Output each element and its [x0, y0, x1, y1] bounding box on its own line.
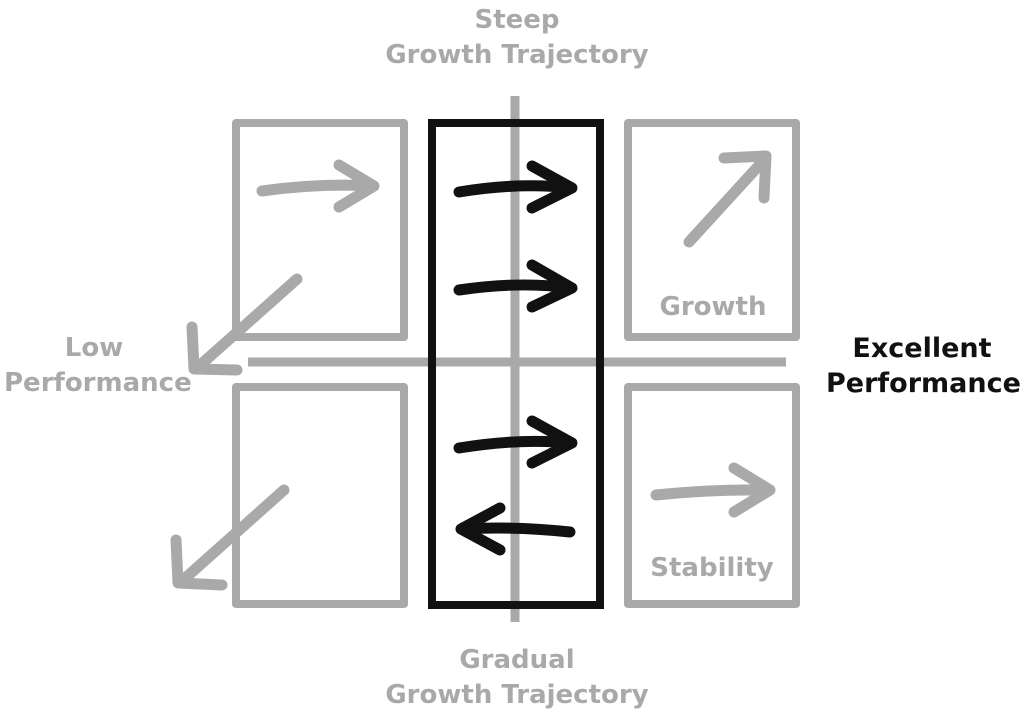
- arrow-center-1: [453, 160, 578, 214]
- top-axis-label-line-2: Growth Trajectory: [385, 40, 649, 70]
- arrow-top-right-diagonal: [683, 150, 772, 248]
- box-top-left: [232, 119, 408, 341]
- arrow-top-left-right: [256, 159, 380, 213]
- right-axis-label: Excellent Performance: [826, 331, 1021, 401]
- bottom-axis-label-line-1: Gradual: [459, 645, 575, 675]
- quadrant-label-growth: Growth: [659, 292, 767, 322]
- box-top-right: [624, 119, 800, 341]
- left-axis-label-line-1: Low: [64, 333, 124, 363]
- highlight-column: [428, 119, 604, 609]
- box-bottom-right: [624, 383, 800, 608]
- quadrant-label-stability: Stability: [650, 553, 774, 583]
- arrow-center-3: [453, 415, 578, 469]
- arrow-center-2: [453, 259, 578, 313]
- right-axis-label-line-2: Performance: [826, 368, 1021, 399]
- top-axis-label-line-1: Steep: [474, 5, 560, 35]
- box-bottom-left: [232, 383, 408, 608]
- top-axis-label: Steep Growth Trajectory: [367, 3, 667, 73]
- bottom-axis-label: Gradual Growth Trajectory: [367, 643, 667, 713]
- right-axis-label-line-1: Excellent: [852, 333, 992, 364]
- arrow-bottom-left-down: [170, 484, 290, 591]
- bottom-axis-label-line-2: Growth Trajectory: [385, 680, 649, 710]
- arrow-center-4-back: [455, 502, 576, 556]
- left-axis-label-line-2: Performance: [4, 368, 192, 398]
- arrow-low-performance-exit: [186, 273, 303, 376]
- arrow-bottom-right-right: [650, 462, 776, 518]
- left-axis-label: Low Performance: [4, 331, 192, 401]
